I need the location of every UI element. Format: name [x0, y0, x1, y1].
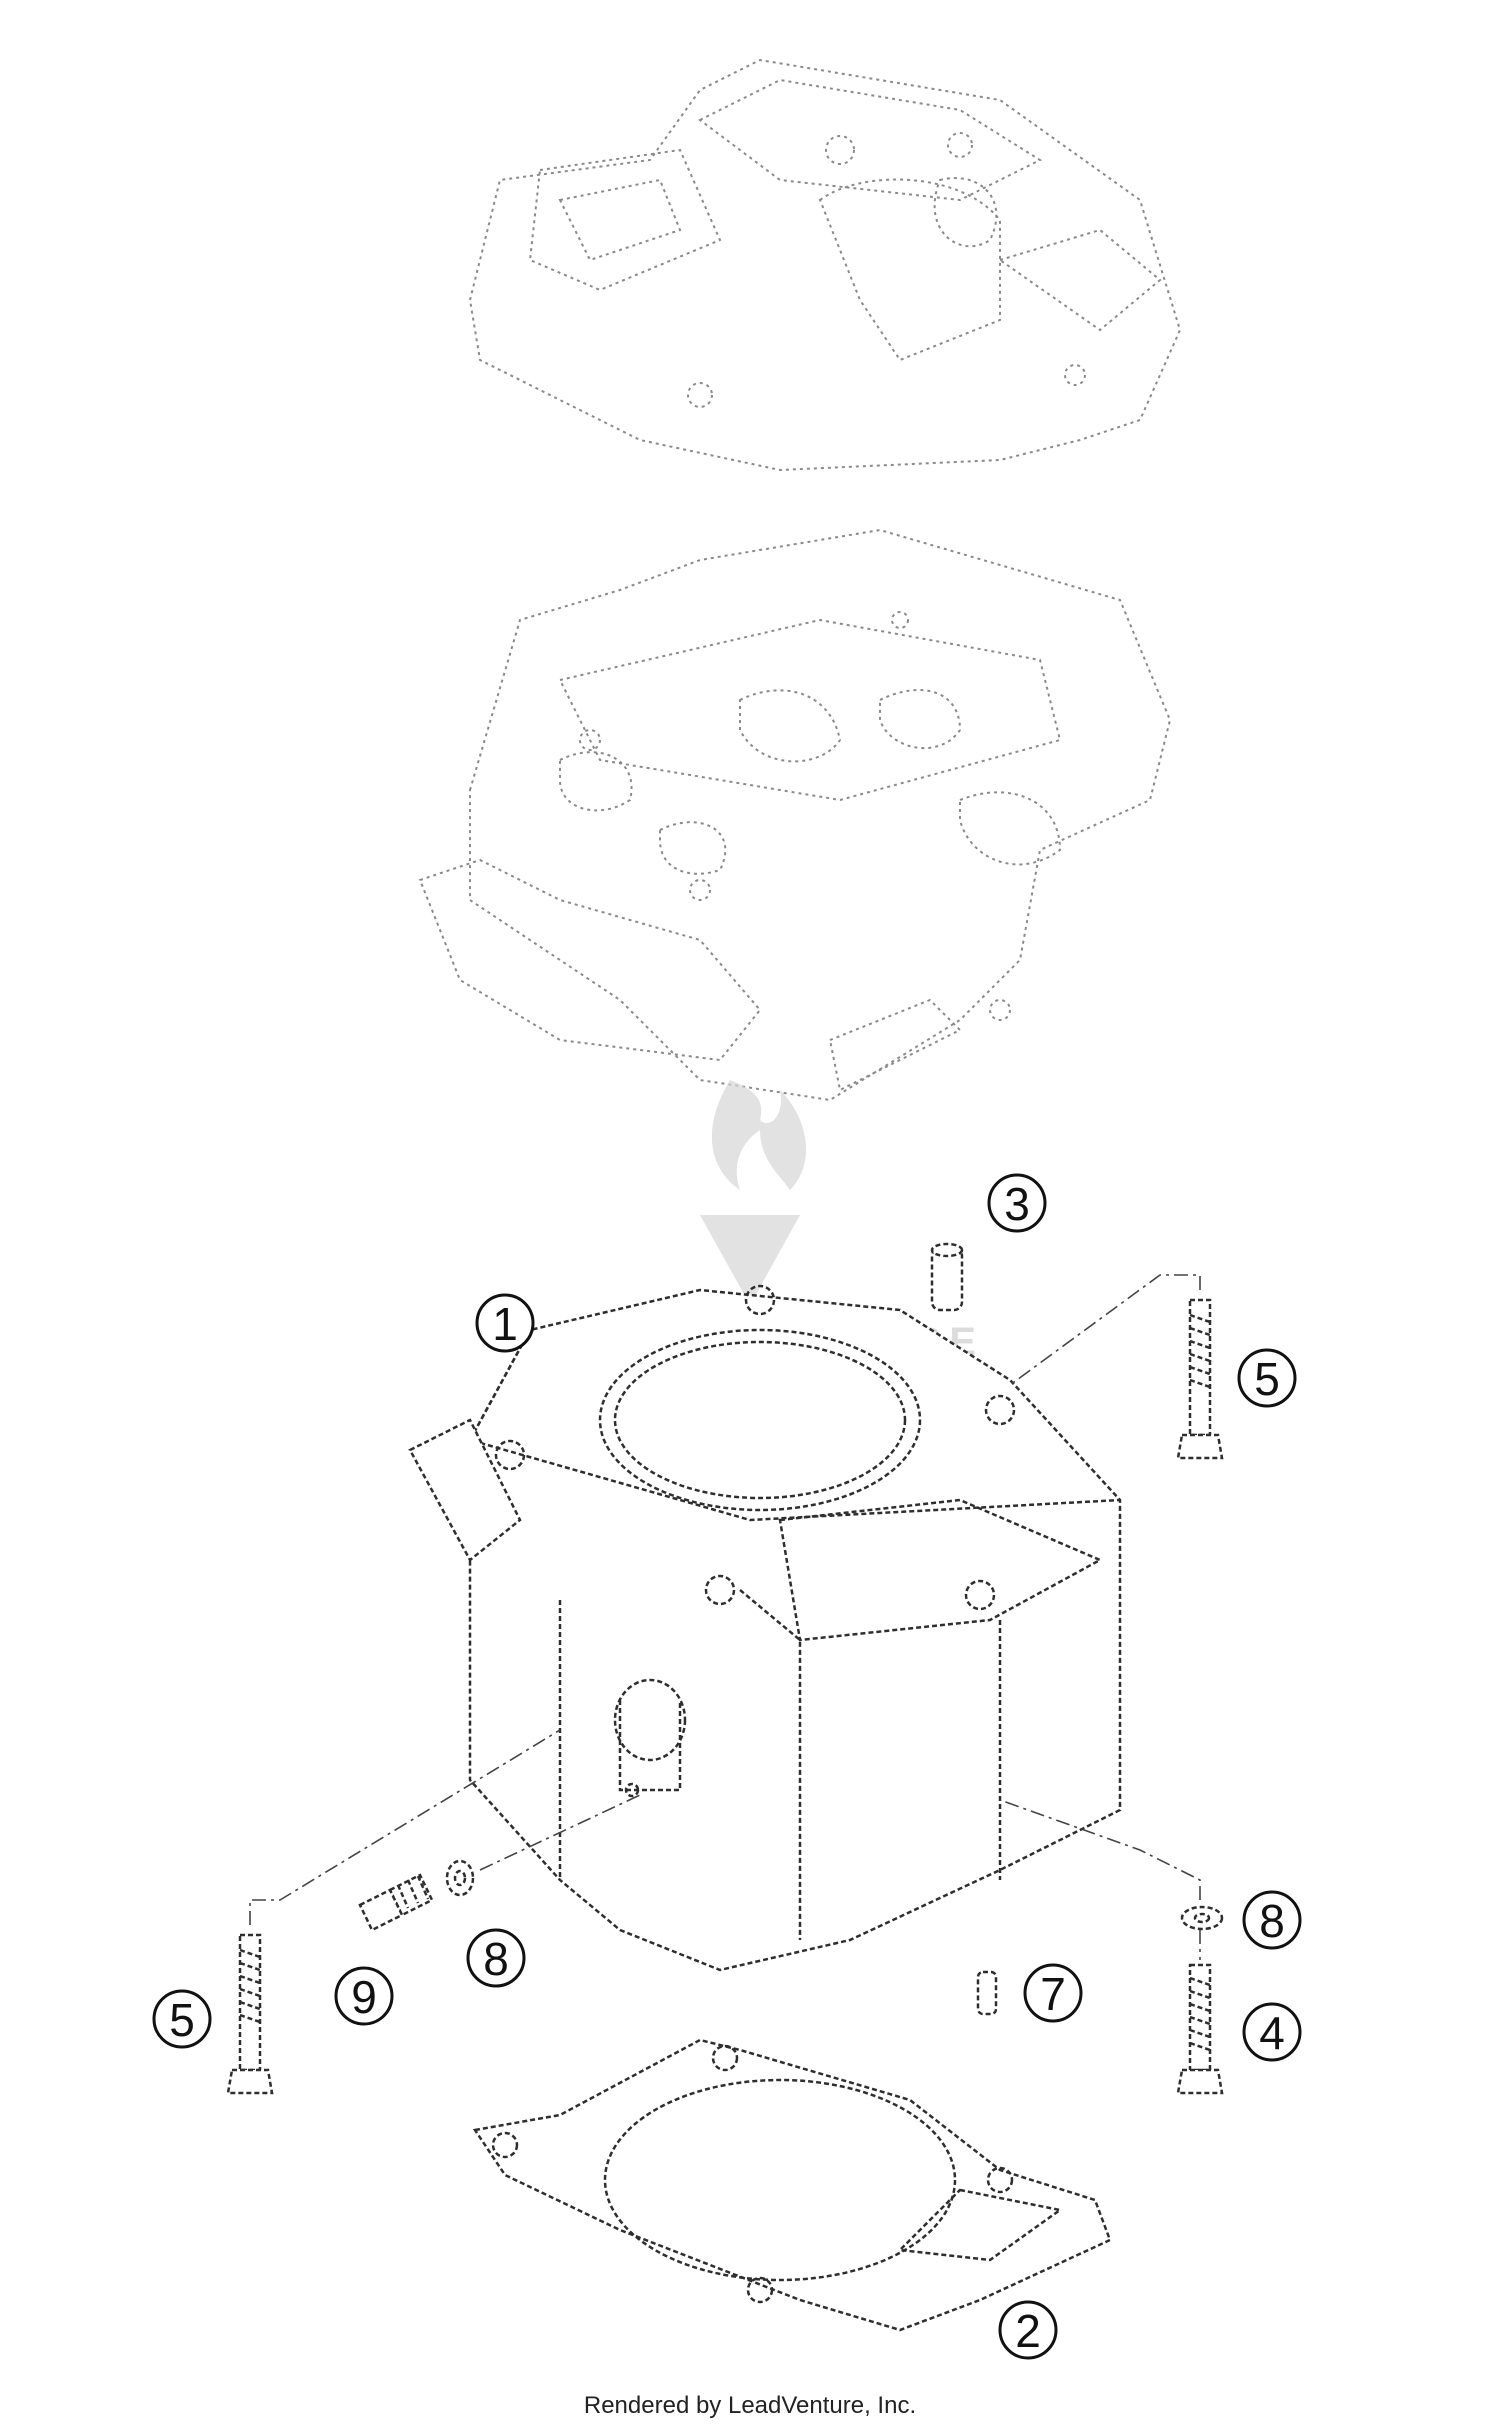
callout-4-label: 4 [1259, 2007, 1285, 2059]
washer-right-part [1180, 1905, 1224, 1931]
callout-4: 4 [1242, 2002, 1302, 2062]
callout-5-right: 5 [1237, 1348, 1297, 1408]
callout-8-right: 8 [1242, 1890, 1302, 1950]
callout-8-left: 8 [466, 1928, 526, 1988]
callout-5-right-label: 5 [1254, 1353, 1280, 1405]
callout-2-label: 2 [1015, 2305, 1041, 2357]
callout-5-left-label: 5 [169, 1994, 195, 2046]
callout-7-label: 7 [1040, 1968, 1066, 2020]
callout-8-left-label: 8 [483, 1933, 509, 1985]
callout-7: 7 [1023, 1963, 1083, 2023]
cylinder-bolt-short-part [1176, 1963, 1224, 2095]
callout-2: 2 [998, 2300, 1058, 2360]
cylinder-bolt-left-part [226, 1933, 274, 2095]
callout-1: 1 [475, 1293, 535, 1353]
callout-5-left: 5 [152, 1989, 212, 2049]
callout-8-right-label: 8 [1259, 1895, 1285, 1947]
cylinder-base-gasket-part [472, 2038, 1112, 2332]
dowel-pin-top-part [930, 1242, 964, 1312]
callout-9-label: 9 [351, 1971, 377, 2023]
callout-3-label: 3 [1004, 1178, 1030, 1230]
washer-left-part [445, 1859, 475, 1897]
callout-3: 3 [987, 1173, 1047, 1233]
screw-plug-part [358, 1873, 434, 1932]
callout-1-label: 1 [492, 1298, 518, 1350]
leader-lines [249, 1274, 1201, 1960]
dowel-pin-small-part [976, 1970, 998, 2016]
rendered-by-footer: Rendered by LeadVenture, Inc. [583, 2392, 917, 2419]
cylinder-part [408, 1284, 1122, 1972]
callout-9: 9 [334, 1966, 394, 2026]
cylinder-bolt-right-part [1176, 1298, 1224, 1460]
ghost-cylinder-head [418, 528, 1172, 1102]
ghost-valve-cover [468, 58, 1182, 472]
